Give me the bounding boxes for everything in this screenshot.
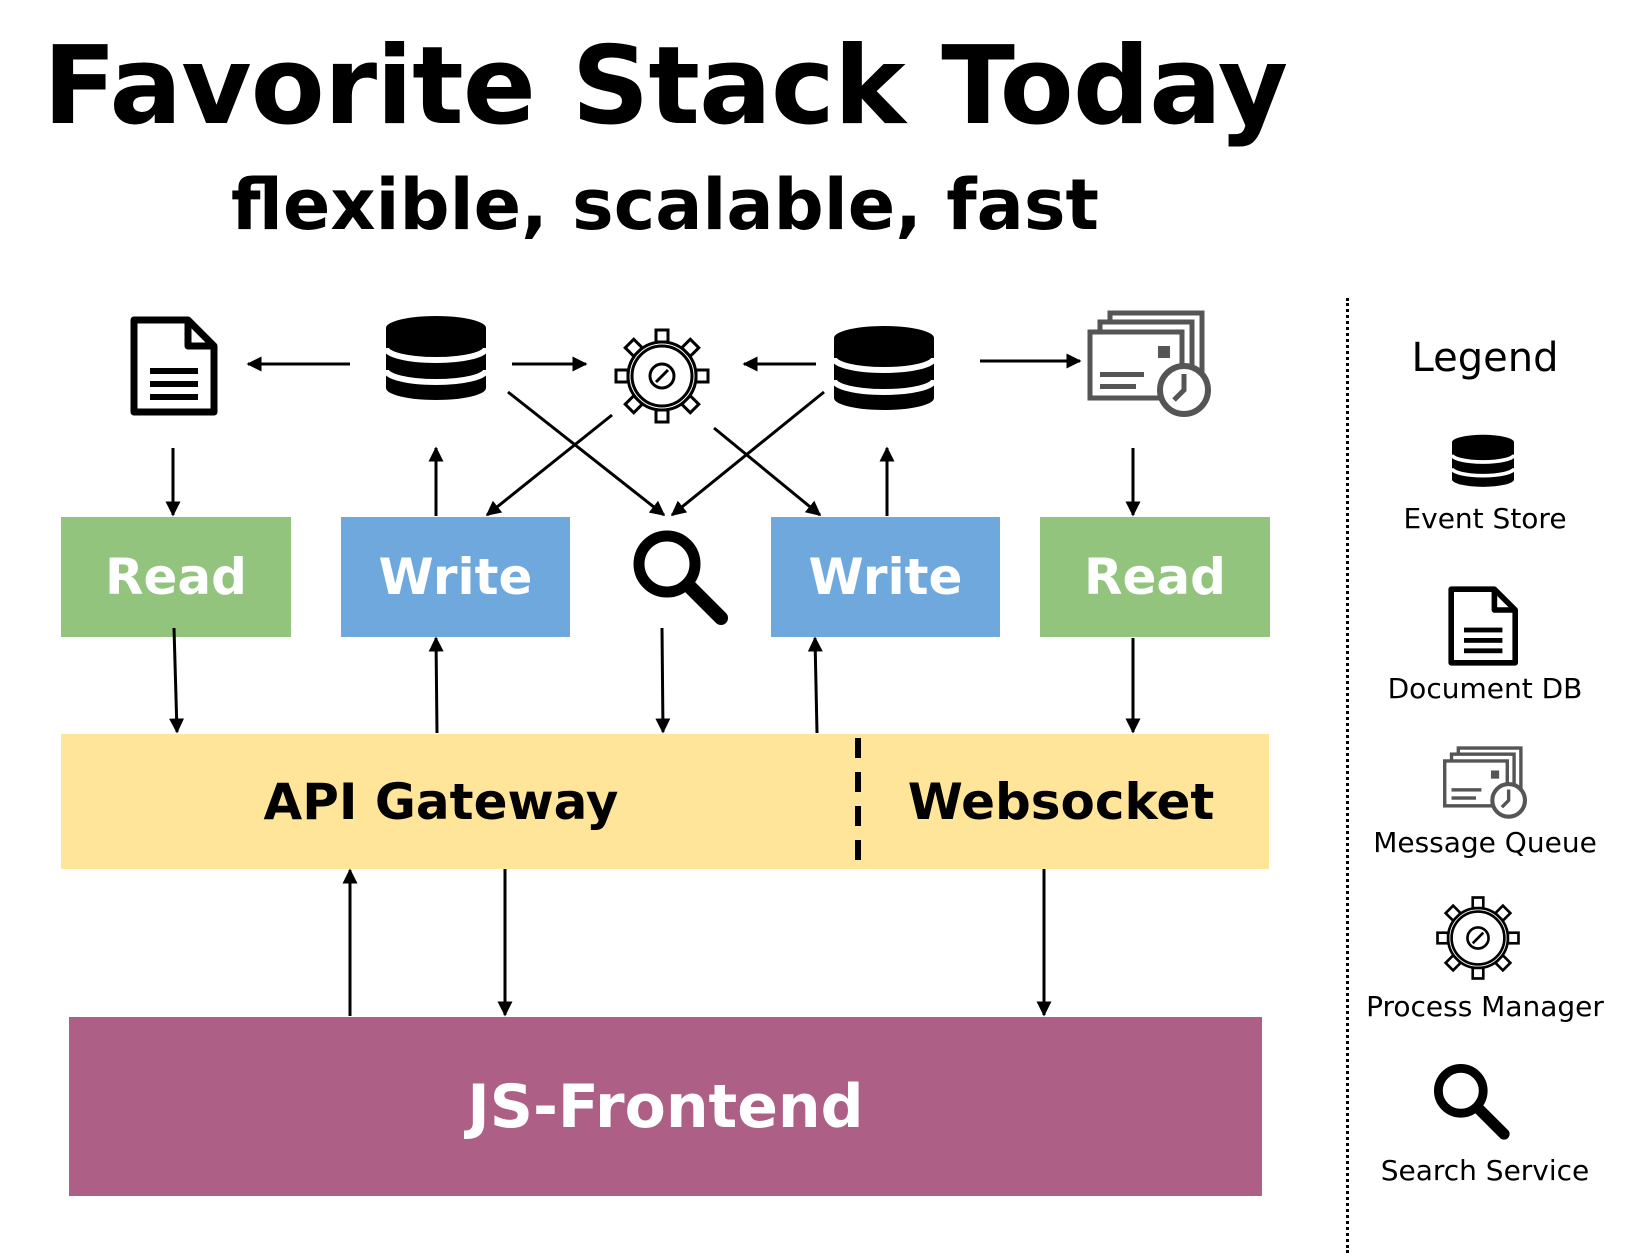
legend-label-document-db: Document DB <box>1387 672 1583 705</box>
document-db-icon <box>134 320 214 412</box>
write-box-left-label: Write <box>378 548 533 606</box>
api-gateway-label: API Gateway <box>263 772 619 831</box>
websocket-label: Websocket <box>907 772 1215 831</box>
legend-label-process-manager: Process Manager <box>1366 990 1604 1023</box>
diagram-title: Favorite Stack Today <box>42 24 1288 149</box>
legend-database-icon <box>1450 432 1516 489</box>
read-box-right: Read <box>1040 517 1270 637</box>
legend-title: Legend <box>1411 335 1559 381</box>
message-queue-icon <box>1090 313 1208 414</box>
legend-document-icon <box>1451 589 1515 663</box>
js-frontend-bar: JS-Frontend <box>69 1017 1262 1196</box>
legend-label-search-service: Search Service <box>1380 1154 1590 1187</box>
write-box-left: Write <box>341 517 570 637</box>
legend-label-event-store: Event Store <box>1403 502 1567 535</box>
legend-gear-icon <box>1436 896 1520 980</box>
write-box-right: Write <box>771 517 1000 637</box>
legend-label-message-queue: Message Queue <box>1373 826 1597 859</box>
gateway-bar: API Gateway Websocket <box>61 734 1269 869</box>
js-frontend-label: JS-Frontend <box>467 1071 864 1142</box>
legend-message-queue-icon <box>1445 748 1525 817</box>
event-store-icon-left <box>386 316 486 400</box>
diagram-subtitle: flexible, scalable, fast <box>230 164 1100 246</box>
write-box-right-label: Write <box>808 548 963 606</box>
legend-search-icon <box>1438 1068 1504 1134</box>
process-manager-icon <box>614 328 710 424</box>
search-service-icon <box>639 536 721 618</box>
event-store-icon-right <box>834 326 934 410</box>
legend-divider <box>1346 298 1349 1253</box>
read-box-right-label: Read <box>1084 548 1226 606</box>
read-box-left-label: Read <box>105 548 247 606</box>
read-box-left: Read <box>61 517 291 637</box>
